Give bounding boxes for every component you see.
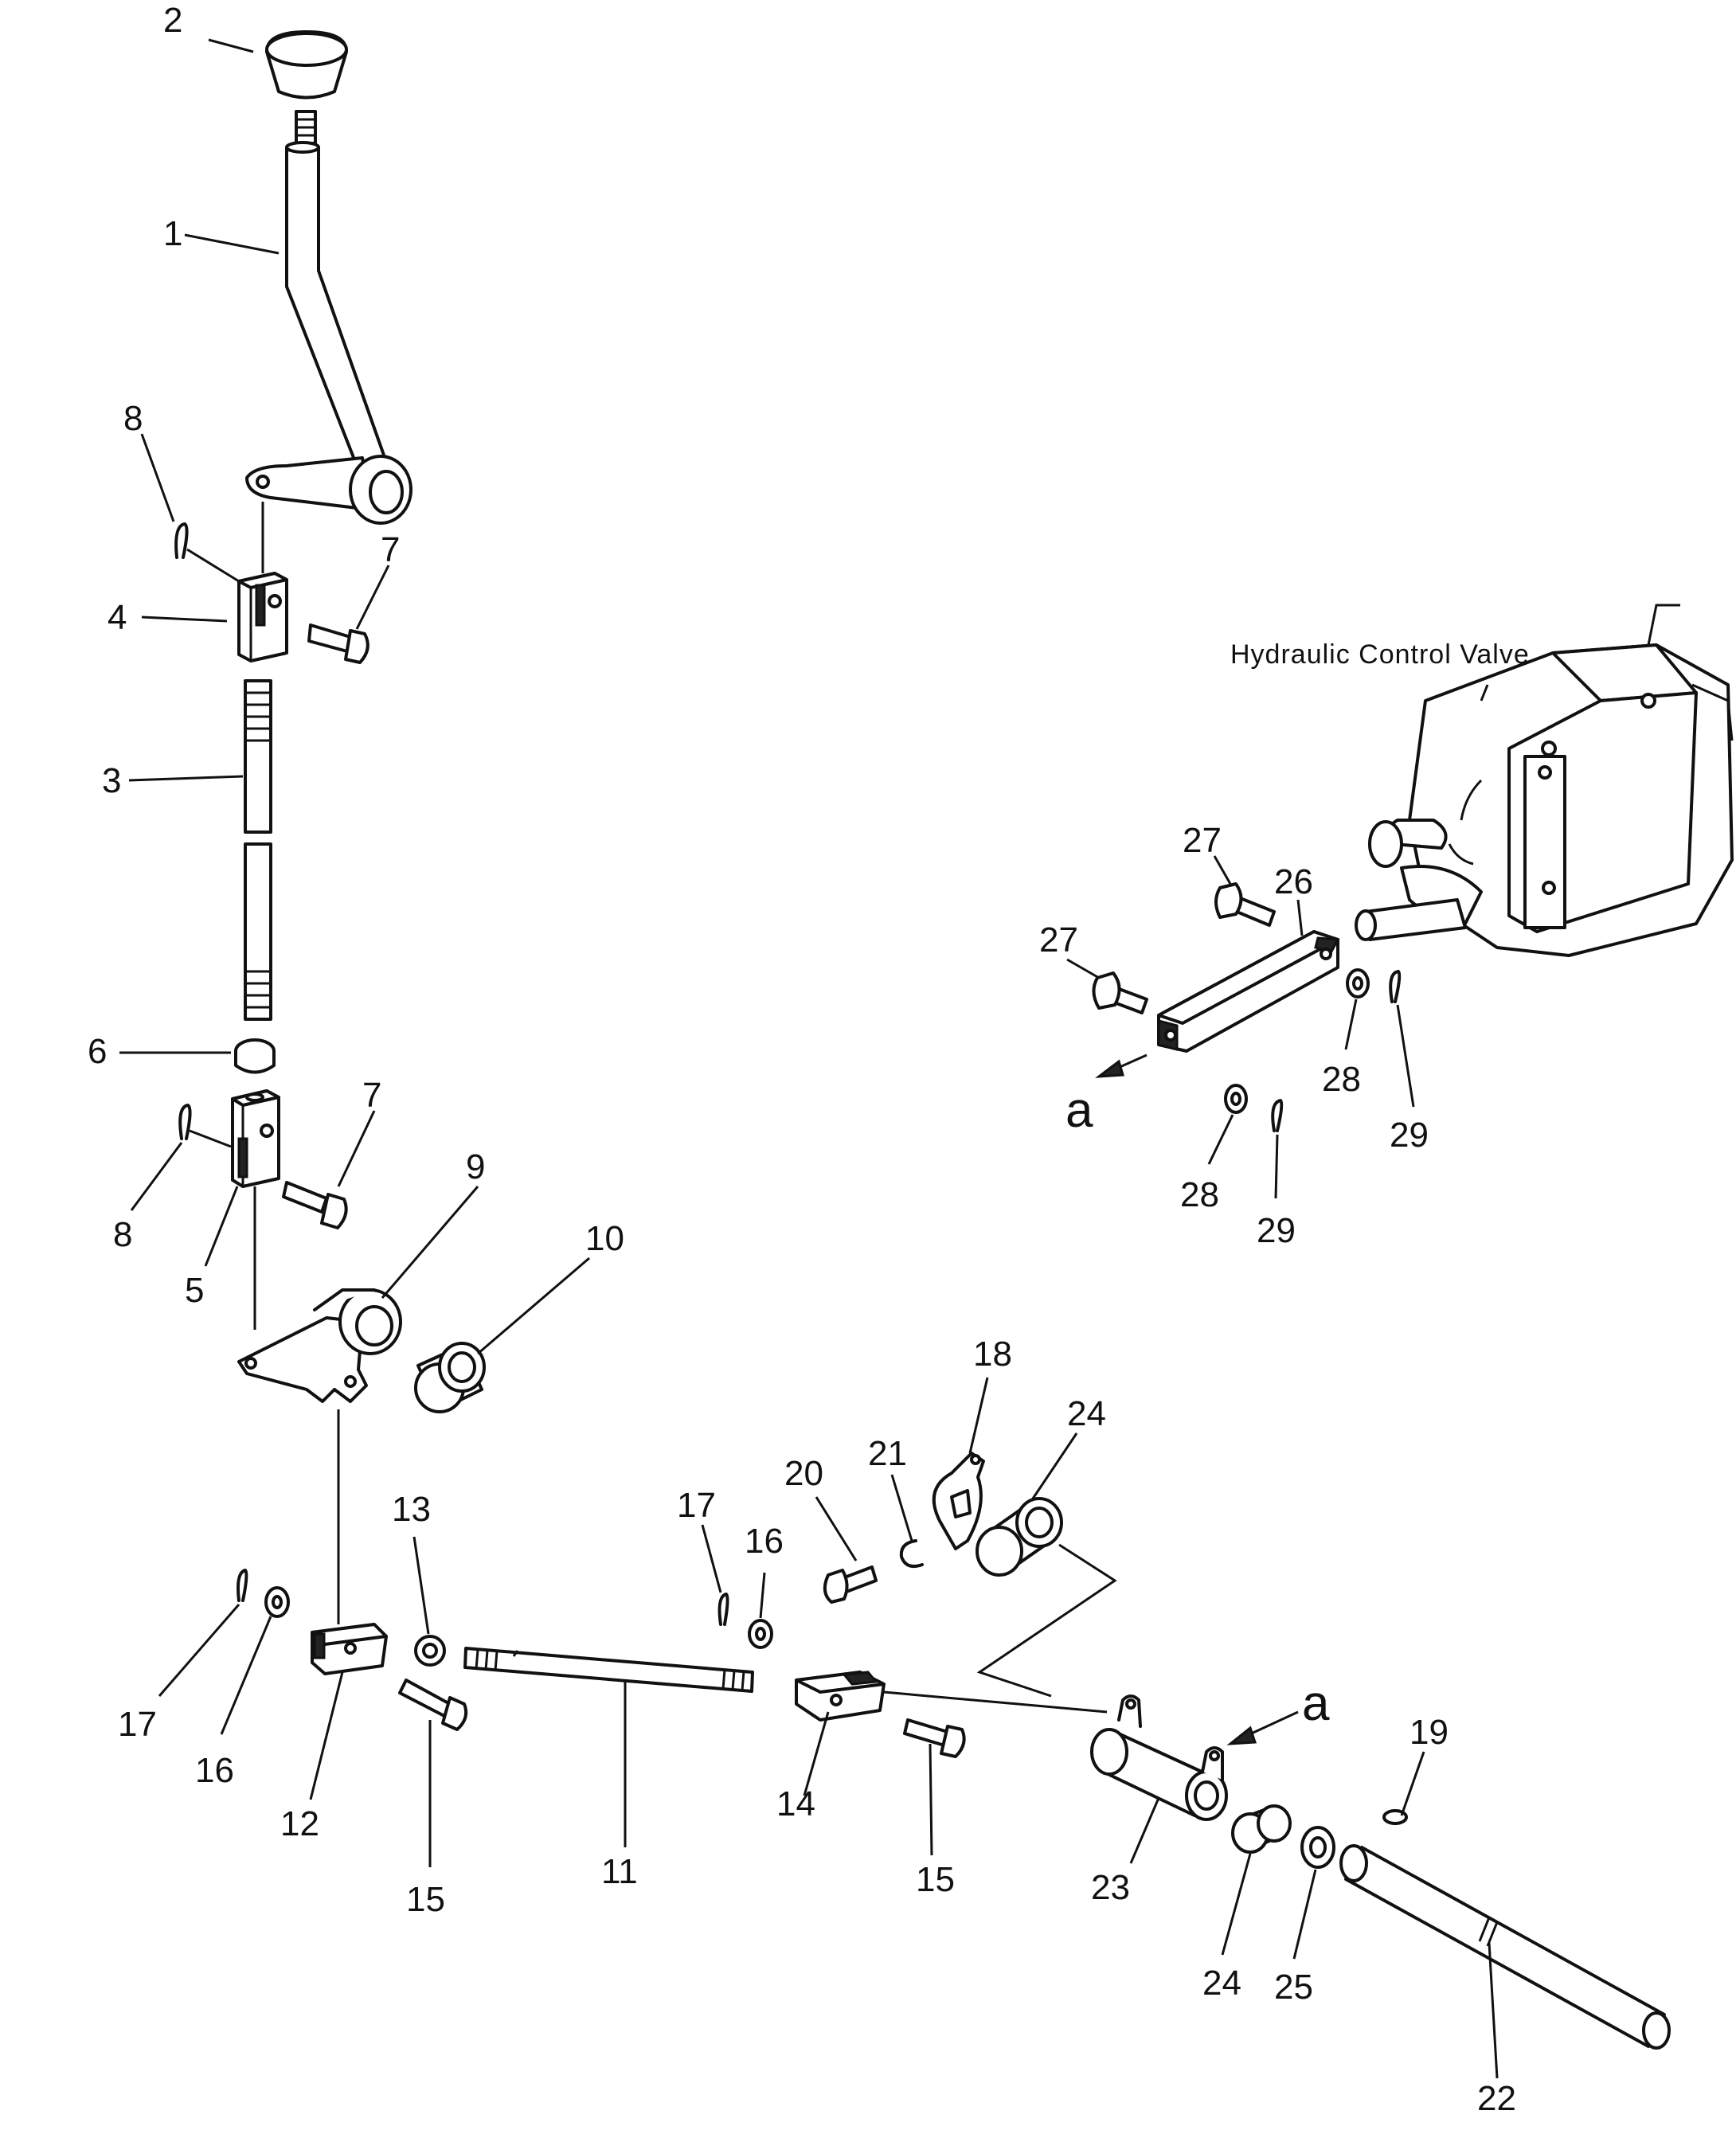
callout-17-middle: 17 bbox=[677, 1486, 716, 1525]
washer-16-left bbox=[264, 1586, 290, 1618]
clevis-5 bbox=[231, 1089, 280, 1188]
hydraulic-control-valve bbox=[1355, 604, 1734, 957]
link-26 bbox=[1157, 930, 1340, 1053]
callout-25: 25 bbox=[1274, 1968, 1313, 2007]
callout-28-left: 28 bbox=[1180, 1175, 1219, 1214]
callout-3: 3 bbox=[102, 761, 121, 800]
title-hydraulic-control-valve: Hydraulic Control Valve bbox=[1230, 639, 1530, 670]
callout-7-lower: 7 bbox=[362, 1076, 381, 1115]
bracket-9 bbox=[237, 1288, 402, 1403]
cotter-pin-8-lower bbox=[178, 1104, 192, 1140]
bolt-27-lower bbox=[1092, 971, 1148, 1014]
cotter-pin-29-right bbox=[1389, 970, 1402, 1003]
assembly-line-24-23 bbox=[976, 1543, 1117, 1698]
bolt-7-lower bbox=[282, 1181, 348, 1229]
callout-24-upper: 24 bbox=[1067, 1394, 1106, 1433]
bushing-10 bbox=[414, 1342, 486, 1413]
lever-1 bbox=[245, 110, 412, 525]
callout-18: 18 bbox=[973, 1335, 1012, 1374]
knob-2 bbox=[265, 30, 348, 100]
callout-27-lower: 27 bbox=[1039, 920, 1078, 960]
callout-labels: 2 1 8 4 7 3 6 7 8 5 9 10 17 16 12 13 15 … bbox=[88, 1, 1530, 2118]
callout-6: 6 bbox=[88, 1032, 107, 1071]
clevis-12 bbox=[311, 1623, 388, 1675]
ref-label-a-lower: a bbox=[1302, 1676, 1330, 1731]
callout-14: 14 bbox=[776, 1784, 815, 1823]
callout-17-left: 17 bbox=[118, 1705, 157, 1744]
ref-label-a-upper: a bbox=[1065, 1083, 1093, 1138]
washer-28-right bbox=[1346, 968, 1370, 999]
callout-7-upper: 7 bbox=[381, 530, 400, 569]
callout-26: 26 bbox=[1274, 862, 1313, 901]
callout-19: 19 bbox=[1410, 1713, 1449, 1752]
callout-23: 23 bbox=[1091, 1868, 1130, 1907]
callout-4: 4 bbox=[108, 598, 127, 637]
callout-8-upper: 8 bbox=[123, 399, 143, 438]
rod-3 bbox=[244, 679, 272, 1021]
rod-11 bbox=[463, 1647, 754, 1693]
callout-9: 9 bbox=[466, 1147, 485, 1186]
callout-16-middle: 16 bbox=[745, 1522, 784, 1561]
cotter-pin-8-upper bbox=[174, 522, 189, 559]
callout-11: 11 bbox=[601, 1852, 638, 1891]
bolt-7-upper bbox=[307, 623, 369, 664]
callout-12: 12 bbox=[280, 1804, 319, 1843]
callout-13: 13 bbox=[392, 1490, 431, 1529]
cotter-pin-29-left bbox=[1271, 1099, 1284, 1132]
bushing-24-upper bbox=[976, 1497, 1063, 1577]
callout-15-left: 15 bbox=[406, 1880, 445, 1919]
tube-23 bbox=[1090, 1694, 1228, 1821]
washer-28-left bbox=[1224, 1084, 1248, 1114]
snap-ring-21 bbox=[899, 1539, 924, 1568]
washer-16-middle bbox=[748, 1619, 773, 1649]
washer-25 bbox=[1300, 1826, 1335, 1869]
bushing-24-lower bbox=[1231, 1804, 1292, 1854]
ref-arrow-a-lower bbox=[1226, 1710, 1299, 1745]
clevis-14 bbox=[795, 1671, 886, 1722]
bolt-15-right bbox=[903, 1718, 966, 1758]
bolt-20 bbox=[823, 1565, 878, 1604]
callout-5: 5 bbox=[185, 1271, 204, 1310]
assembly-line-14-23 bbox=[883, 1690, 1108, 1714]
clamp-18 bbox=[932, 1452, 985, 1550]
callout-10: 10 bbox=[585, 1219, 624, 1258]
clevis-4 bbox=[237, 572, 288, 662]
nut-6 bbox=[234, 1038, 276, 1074]
callout-15-right: 15 bbox=[916, 1860, 955, 1899]
callout-8-lower: 8 bbox=[113, 1215, 132, 1254]
leader-lines bbox=[119, 38, 1499, 2079]
callout-27-upper: 27 bbox=[1183, 821, 1222, 860]
callout-29-right: 29 bbox=[1390, 1116, 1429, 1155]
bolt-27-upper bbox=[1214, 882, 1276, 927]
cotter-pin-17-middle bbox=[717, 1593, 729, 1626]
callout-20: 20 bbox=[784, 1454, 823, 1493]
callout-1: 1 bbox=[163, 214, 182, 253]
cotter-pin-17-left bbox=[237, 1569, 248, 1602]
callout-21: 21 bbox=[868, 1434, 907, 1473]
ref-arrow-a-upper bbox=[1095, 1053, 1148, 1078]
bolt-15-left bbox=[398, 1679, 468, 1731]
callout-16-left: 16 bbox=[195, 1751, 234, 1790]
callout-29-left: 29 bbox=[1257, 1211, 1296, 1250]
callout-2: 2 bbox=[163, 1, 182, 40]
callout-22: 22 bbox=[1477, 2079, 1516, 2118]
nut-13 bbox=[414, 1635, 446, 1667]
callout-28-right: 28 bbox=[1322, 1060, 1361, 1099]
pin-19 bbox=[1382, 1809, 1408, 1825]
callout-24-lower: 24 bbox=[1202, 1964, 1241, 2003]
shaft-22 bbox=[1339, 1844, 1671, 2050]
